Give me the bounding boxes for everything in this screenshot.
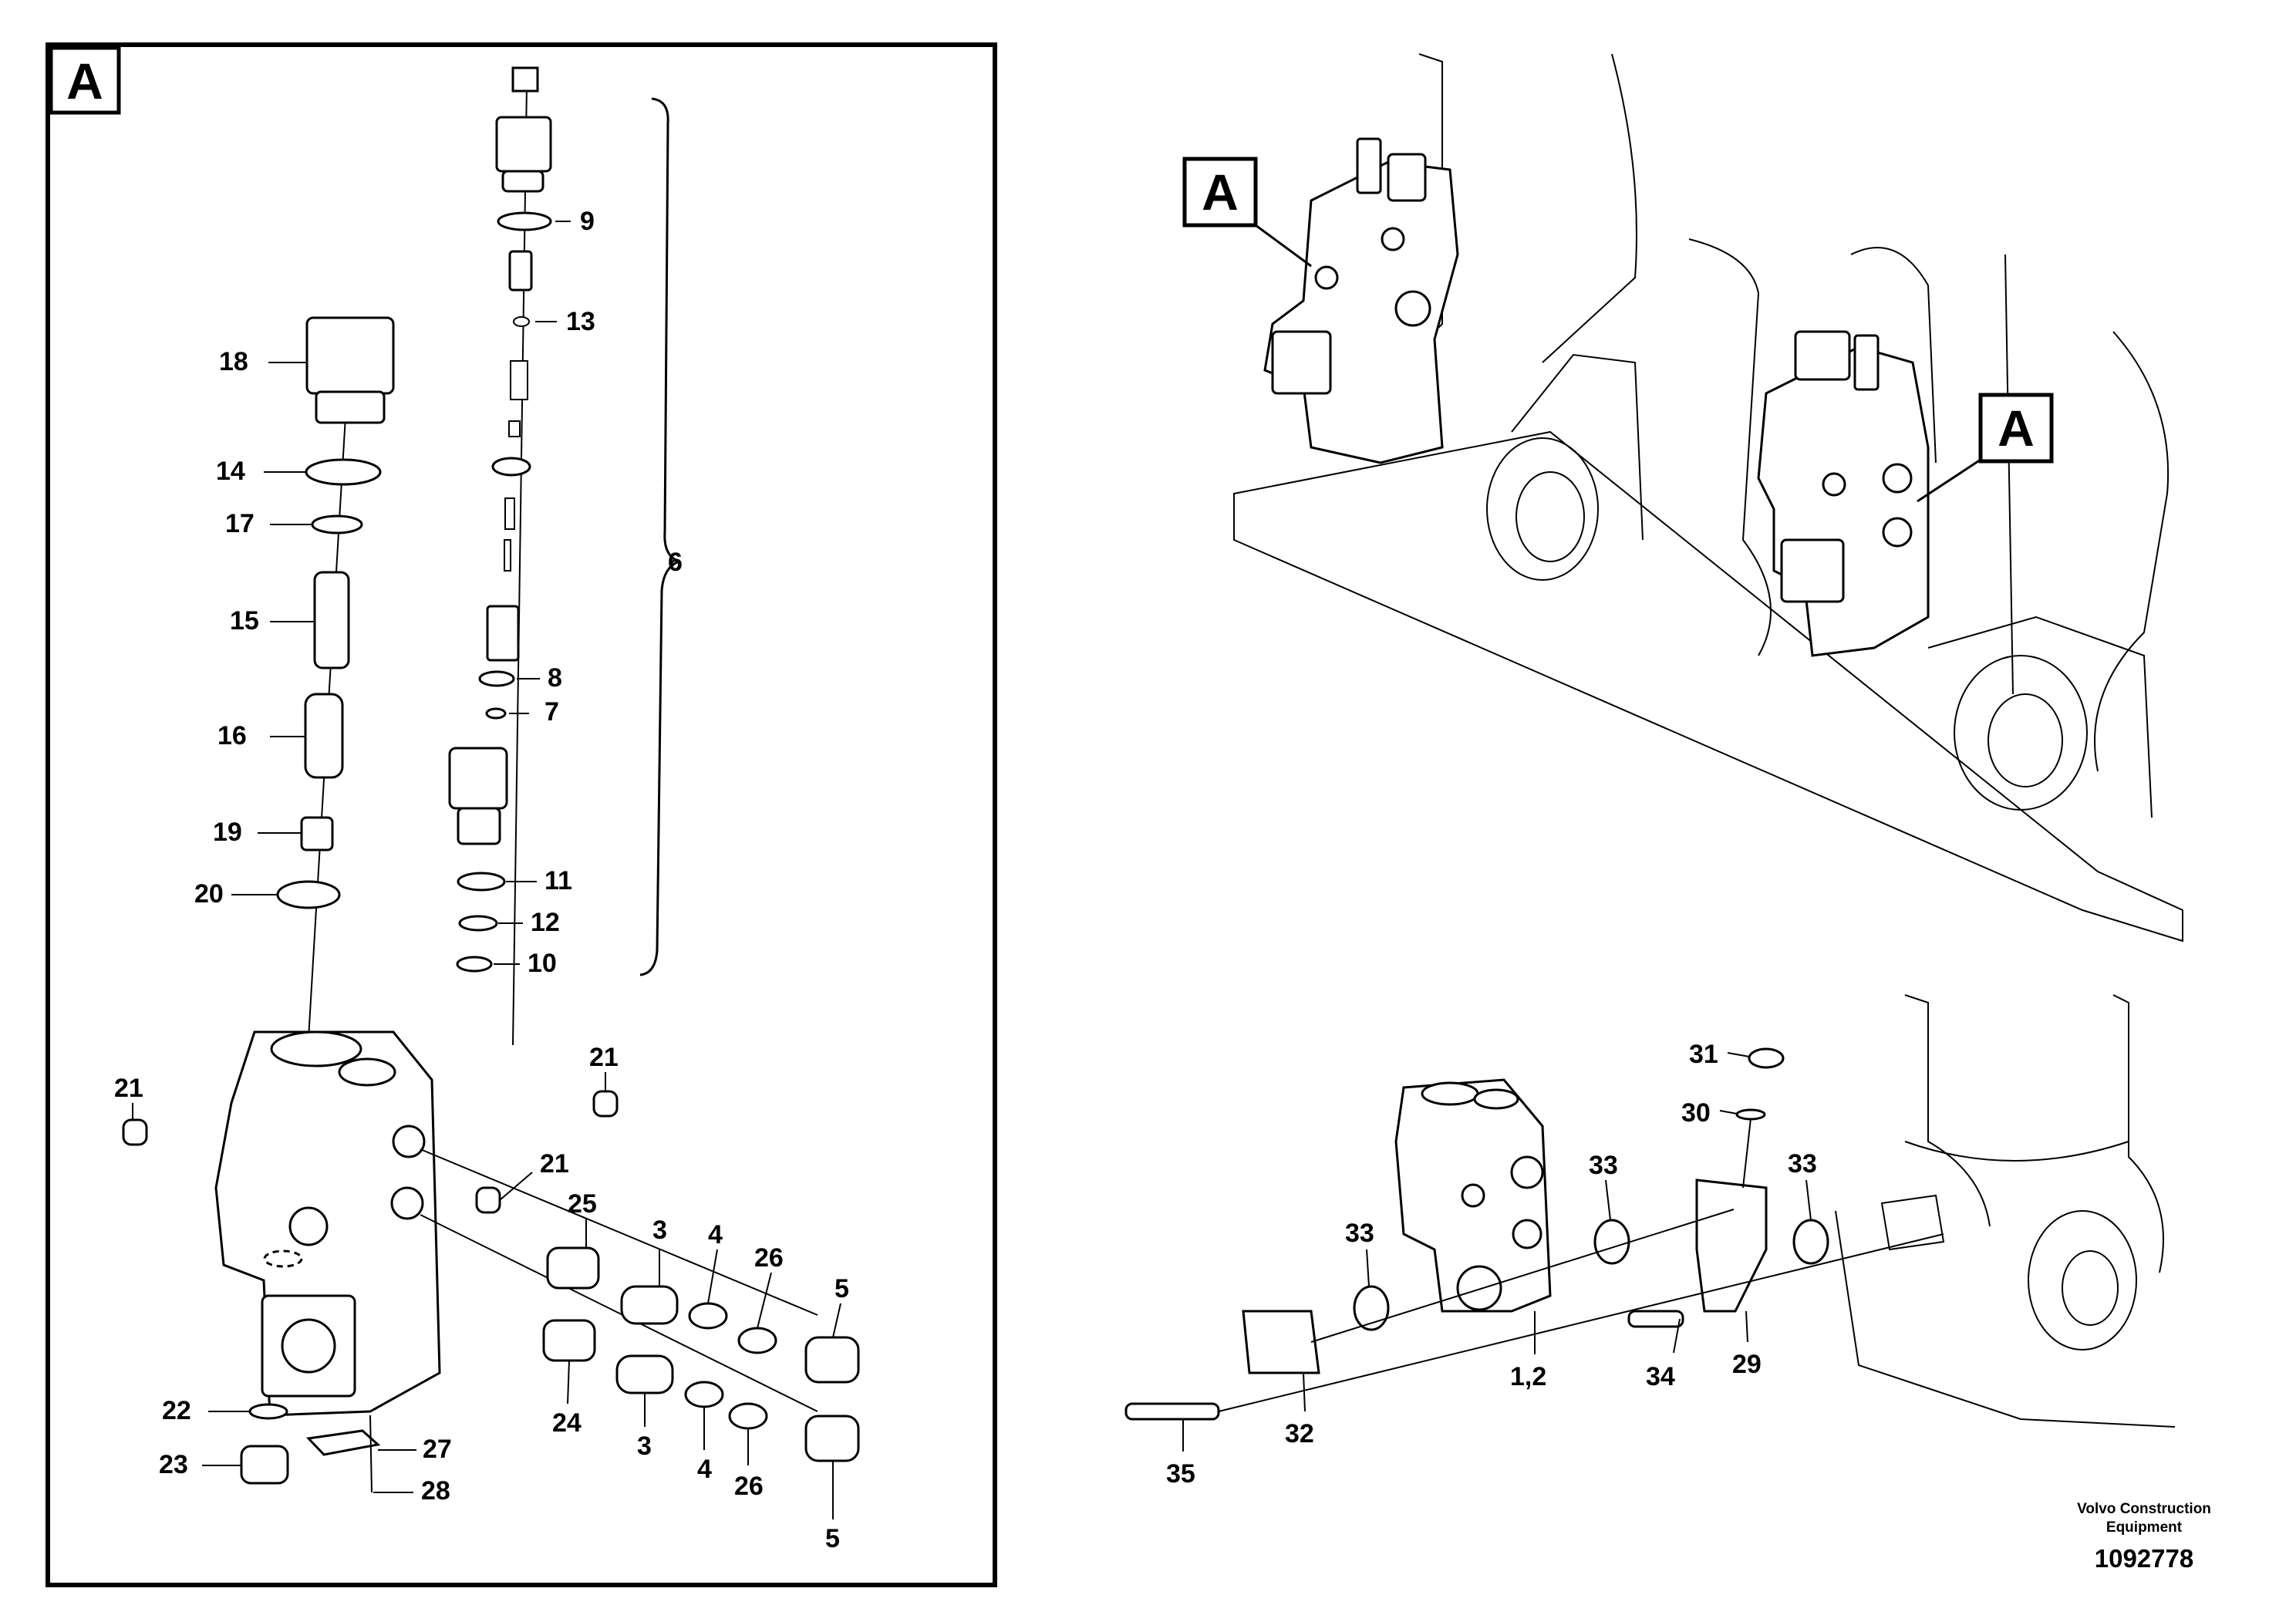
callout-17: 17 xyxy=(225,509,255,538)
callout-25: 25 xyxy=(568,1189,597,1219)
detail-view-frame xyxy=(46,42,997,1587)
callout-5-lower: 5 xyxy=(825,1524,840,1553)
mounting-valve-body xyxy=(1394,1078,1552,1313)
mounting-frame xyxy=(1835,994,2176,1428)
callout-33-mid: 33 xyxy=(1589,1151,1618,1180)
cartridge-stack xyxy=(448,66,552,1046)
callout-4-upper: 4 xyxy=(708,1220,723,1249)
callout-28: 28 xyxy=(421,1476,450,1506)
relief-valve-stack xyxy=(276,316,395,1065)
small-plugs xyxy=(122,1090,619,1493)
svg-text:A: A xyxy=(1202,164,1239,221)
callout-16: 16 xyxy=(217,721,247,750)
callout-21-top-right: 21 xyxy=(589,1043,619,1072)
callout-1-2: 1,2 xyxy=(1510,1362,1546,1391)
callout-19: 19 xyxy=(213,818,242,847)
overview-illustration: A A xyxy=(1182,53,2183,943)
callout-6: 6 xyxy=(668,548,683,577)
callout-18: 18 xyxy=(219,347,248,376)
footer: Volvo Construction Equipment 1092778 xyxy=(2077,1501,2211,1573)
publisher-line-1: Volvo Construction xyxy=(2077,1501,2211,1517)
spool-assemblies xyxy=(420,1148,860,1462)
callout-22: 22 xyxy=(162,1396,191,1425)
mounting-leaders xyxy=(1182,1052,1812,1452)
callout-27: 27 xyxy=(423,1435,452,1464)
mounting-parts xyxy=(1124,1047,1944,1421)
callout-8: 8 xyxy=(548,663,562,693)
boom-frame xyxy=(1233,53,2183,943)
callout-11: 11 xyxy=(544,866,572,895)
detail-leaders xyxy=(132,221,841,1519)
mounting-view: 31 30 33 33 33 1,2 34 29 32 35 xyxy=(1124,994,2176,1489)
callout-26-lower: 26 xyxy=(734,1472,764,1501)
callout-3-upper: 3 xyxy=(652,1216,667,1245)
callout-32: 32 xyxy=(1285,1419,1314,1448)
valve-body xyxy=(214,1030,441,1417)
callout-5-upper: 5 xyxy=(834,1274,849,1303)
callout-10: 10 xyxy=(528,949,557,978)
callout-14: 14 xyxy=(216,457,245,486)
callout-31: 31 xyxy=(1689,1040,1718,1069)
callout-33-right: 33 xyxy=(1788,1149,1817,1179)
callout-29: 29 xyxy=(1732,1350,1762,1379)
callout-24: 24 xyxy=(552,1408,582,1438)
callout-21-left: 21 xyxy=(114,1074,143,1103)
callout-34: 34 xyxy=(1646,1362,1675,1391)
publisher-line-2: Equipment xyxy=(2106,1519,2183,1536)
callout-4-lower: 4 xyxy=(697,1455,712,1484)
overview-marker-a-right: A xyxy=(1917,393,2054,503)
callout-3-lower: 3 xyxy=(637,1431,652,1461)
callout-35: 35 xyxy=(1166,1459,1195,1489)
callout-7: 7 xyxy=(544,697,559,727)
callout-13: 13 xyxy=(566,307,595,336)
valve-block-right xyxy=(1757,330,1930,657)
valve-block-left xyxy=(1263,137,1459,464)
callout-33-left: 33 xyxy=(1345,1219,1374,1248)
callout-23: 23 xyxy=(159,1450,188,1479)
kit-bracket xyxy=(639,97,683,976)
callout-15: 15 xyxy=(230,606,259,636)
callout-20: 20 xyxy=(194,879,224,909)
callout-26-upper: 26 xyxy=(754,1243,784,1273)
mounting-callouts: 31 30 33 33 33 1,2 34 29 32 35 xyxy=(1166,1040,1817,1489)
callout-21-mid: 21 xyxy=(540,1149,569,1179)
detail-view-letter: A xyxy=(66,52,103,110)
overview-marker-a-left: A xyxy=(1182,157,1312,268)
detail-callouts: 9 13 18 14 17 15 16 19 20 6 8 7 11 12 10… xyxy=(114,207,849,1553)
callout-12: 12 xyxy=(531,908,560,937)
callout-30: 30 xyxy=(1681,1098,1711,1128)
detail-view-letter-box xyxy=(49,46,121,115)
detail-view-a: A xyxy=(46,42,997,1587)
svg-text:A: A xyxy=(1998,400,2035,457)
document-number: 1092778 xyxy=(2095,1544,2193,1573)
callout-9: 9 xyxy=(580,207,595,236)
